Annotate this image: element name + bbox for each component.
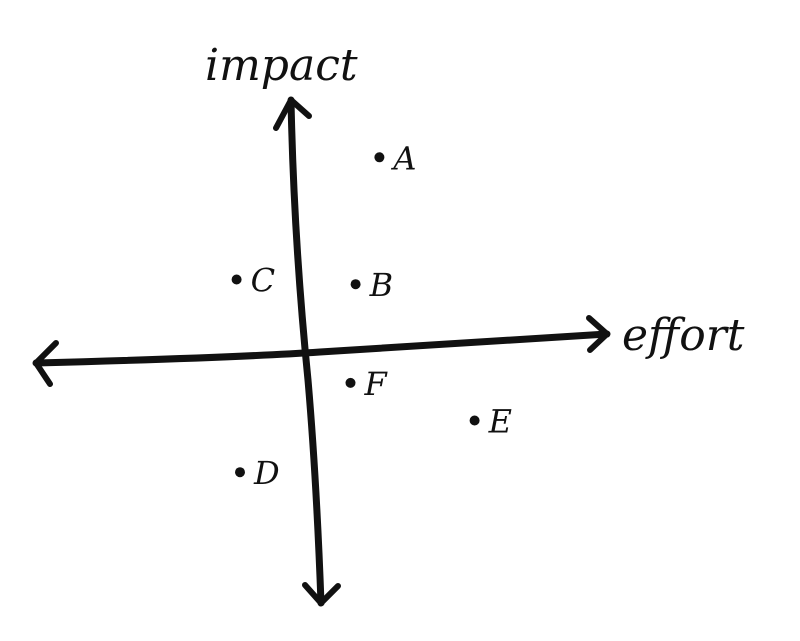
vertical-axis-top-arrowhead [273, 97, 312, 131]
point-label: A [390, 139, 416, 177]
point-b: B [350, 266, 394, 304]
point-e: E [469, 403, 512, 441]
point-label: F [364, 365, 389, 403]
point-f: F [345, 365, 389, 403]
point-label: C [251, 262, 275, 300]
vertical-axis-bottom-arrowhead [302, 582, 341, 606]
point-label: D [253, 454, 280, 492]
point-label: E [488, 403, 512, 441]
point-label: B [369, 266, 394, 304]
horizontal-axis-right-arrowhead [586, 315, 610, 353]
point-dot [469, 415, 480, 426]
point-dot [235, 467, 245, 478]
x-axis-label: effort [622, 310, 745, 361]
point-d: D [235, 454, 280, 492]
point-dot [350, 279, 361, 290]
horizontal-axis [32, 315, 611, 387]
point-c: C [231, 262, 275, 300]
point-a: A [374, 139, 417, 177]
point-dot [345, 377, 356, 388]
point-dot [231, 274, 242, 285]
horizontal-axis-left-arrowhead [33, 340, 59, 387]
y-axis-label: impact [205, 40, 358, 91]
points-layer: A B C D E F [231, 139, 512, 492]
vertical-axis [273, 96, 341, 607]
point-dot [374, 152, 385, 163]
